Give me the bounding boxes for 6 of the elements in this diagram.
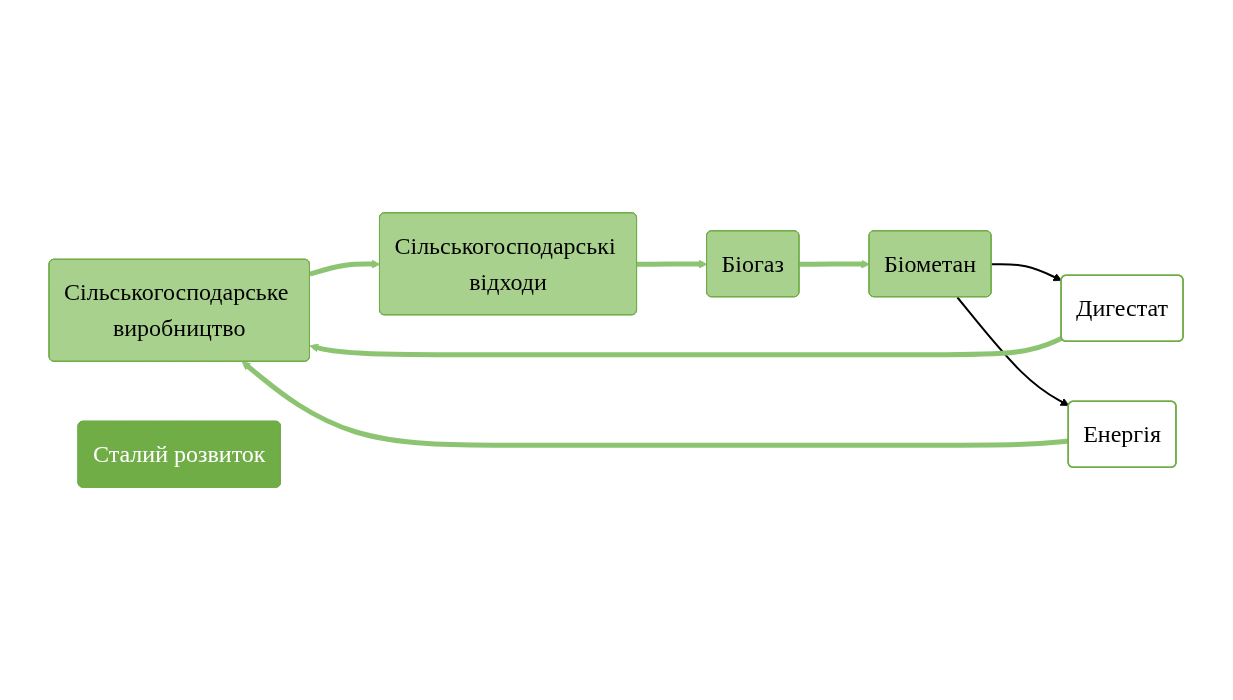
arrow — [956, 296, 1070, 407]
arrow — [799, 259, 871, 269]
arrow — [309, 259, 381, 277]
arrow — [310, 335, 1064, 358]
arrow — [991, 263, 1063, 282]
arrow — [637, 259, 708, 269]
